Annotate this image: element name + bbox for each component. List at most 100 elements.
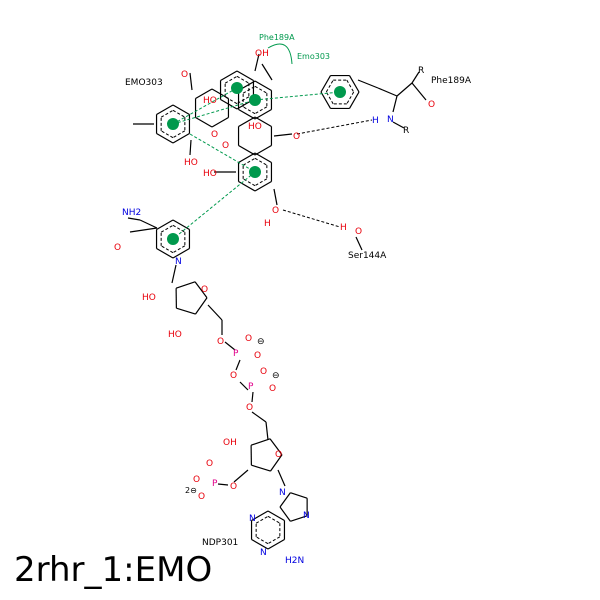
ring-centroid-dot (167, 118, 179, 130)
bond (238, 116, 256, 128)
atom-o: O (269, 384, 276, 394)
bond (320, 91, 332, 109)
pi-stacking-interaction (172, 87, 238, 125)
bond (279, 492, 291, 508)
bond (127, 217, 141, 221)
pi-stacking-interaction (254, 91, 341, 101)
bond (357, 79, 379, 89)
aromatic-bond (267, 515, 281, 524)
ring-centroid-dot (334, 86, 346, 98)
atom-o: O (201, 285, 208, 295)
label-ser144a: Ser144A (348, 251, 387, 261)
bond (194, 281, 208, 299)
atom-n: N (260, 548, 267, 558)
aromatic-bond (325, 91, 334, 105)
atom-ho: HO (248, 122, 262, 132)
bond (172, 132, 190, 144)
atom-n: N (279, 488, 286, 498)
atom-ho: HO (168, 330, 182, 340)
bond (290, 515, 308, 522)
bond (236, 70, 254, 82)
hydrogen-bond (296, 119, 373, 135)
bond (194, 297, 208, 315)
aromatic-bond (236, 75, 250, 84)
atom-o: O (114, 243, 121, 253)
bond (254, 53, 260, 72)
atom-ho: HO (142, 293, 156, 303)
bond (411, 82, 427, 101)
bond (129, 227, 158, 233)
bond (269, 454, 283, 472)
aromatic-bond (242, 106, 256, 115)
bond (239, 381, 249, 391)
ring-centroid-dot (231, 82, 243, 94)
bond (156, 104, 174, 116)
aromatic-bond (160, 130, 174, 139)
bonds (127, 53, 427, 550)
atom-ho: HO (203, 169, 217, 179)
bond (238, 152, 256, 164)
atom-h: H (340, 223, 347, 233)
atom-o: O (193, 475, 200, 485)
bond (254, 144, 272, 156)
label-ndp301: NDP301 (202, 538, 238, 548)
bond (238, 144, 256, 156)
hydrogen-bond (282, 209, 341, 228)
aromatic-bond (172, 245, 186, 254)
bond (269, 438, 283, 456)
atom-o: O (222, 141, 229, 151)
pi-stacking-interaction (172, 171, 256, 240)
bond (171, 264, 177, 284)
atom-n: N (387, 115, 394, 125)
bond (377, 87, 398, 97)
bond (172, 247, 190, 259)
label-emo303-green: Emo303 (297, 52, 330, 61)
atom-p: P (248, 382, 254, 392)
aromatic-bond (160, 245, 174, 254)
bond (211, 116, 229, 128)
atom-n: N (175, 257, 182, 267)
atom-o: O (181, 70, 188, 80)
aromatic-bond (172, 130, 186, 139)
aromatic-bond (254, 178, 268, 187)
bond (233, 469, 249, 483)
bond (251, 538, 269, 550)
atom-o: O (254, 351, 261, 361)
bond (273, 188, 278, 206)
aromatic-bond (224, 96, 238, 105)
charge-minus: ⊖ (272, 371, 280, 381)
aromatic-bond (254, 85, 268, 94)
atom-r: R (403, 126, 409, 136)
label-phe189a: Phe189A (431, 76, 472, 86)
bond (189, 72, 193, 91)
aromatic-bond (254, 106, 268, 115)
bond (172, 104, 190, 116)
label-emo303: EMO303 (125, 78, 163, 88)
atom-nh2: NH2 (122, 208, 141, 218)
pi-stacking-interaction (172, 99, 256, 125)
label-phe189a-green: Phe189A (259, 33, 295, 42)
bond (261, 63, 273, 81)
bond (224, 341, 236, 351)
aromatic-bond (160, 109, 174, 118)
atom-ho: HO (203, 96, 217, 106)
bond (411, 71, 420, 84)
atom-o: O (272, 206, 279, 216)
aromatic-bond (160, 224, 174, 233)
bond (250, 438, 271, 446)
bond (207, 304, 223, 321)
bond (251, 391, 254, 403)
atom-oh: OH (223, 438, 237, 448)
charge-minus: ⊖ (257, 337, 265, 347)
atom-o: O (293, 132, 300, 142)
atom-r: R (418, 66, 424, 76)
bond (139, 219, 158, 229)
bond (396, 82, 413, 97)
bond (254, 116, 272, 128)
bond (251, 510, 269, 522)
atom-h: H (372, 116, 379, 126)
bond (254, 108, 272, 120)
aromatic-bond (242, 157, 256, 166)
interaction-arc (267, 43, 293, 65)
